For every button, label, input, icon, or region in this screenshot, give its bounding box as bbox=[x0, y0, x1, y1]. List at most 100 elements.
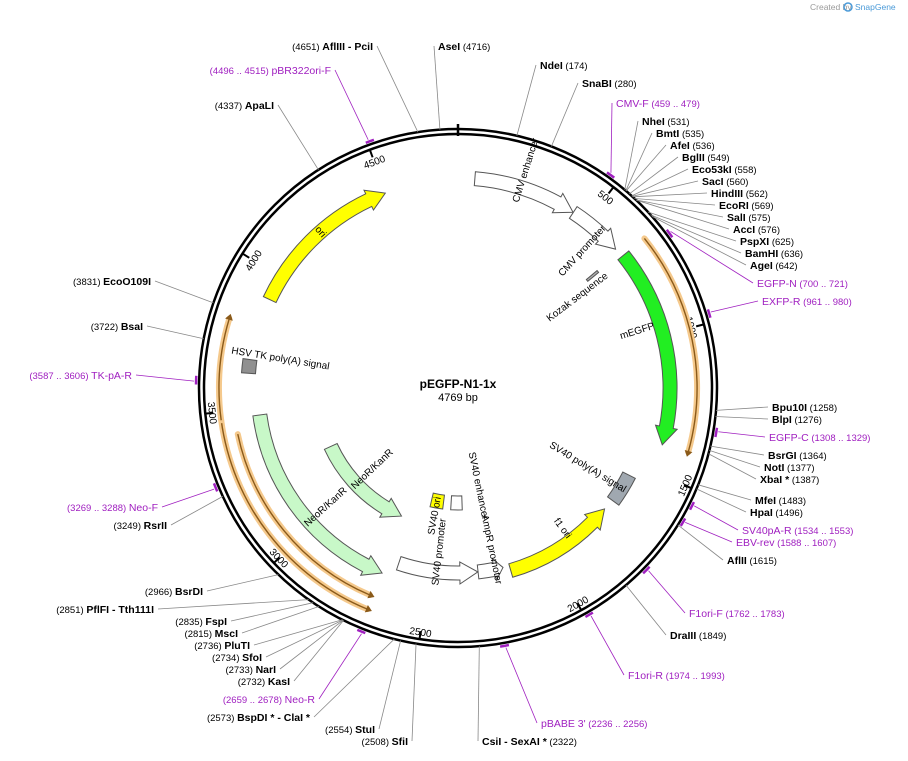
primer-label[interactable]: SV40pA-R (1534 .. 1553) bbox=[742, 525, 853, 537]
enzyme-bsai[interactable]: (3722) BsaI bbox=[91, 321, 204, 340]
enzyme-agei[interactable]: AgeI (642) bbox=[651, 215, 798, 272]
feature-neor-kanr-shape[interactable] bbox=[323, 442, 403, 518]
enzyme-label[interactable]: (3722) BsaI bbox=[91, 321, 143, 333]
enzyme-label[interactable]: Eco53kI (558) bbox=[692, 164, 757, 176]
enzyme-label[interactable]: (2815) MscI bbox=[185, 628, 239, 640]
enzyme-pluti[interactable]: (2736) PluTI bbox=[194, 619, 343, 652]
enzyme-rsrii[interactable]: (3249) RsrII bbox=[114, 496, 223, 532]
enzyme-saci[interactable]: SacI (560) bbox=[632, 176, 748, 197]
enzyme-label[interactable]: NotI (1377) bbox=[764, 462, 815, 474]
primer-cmv-f[interactable]: CMV-F (459 .. 479) bbox=[606, 98, 700, 179]
enzyme-noti[interactable]: NotI (1377) bbox=[709, 450, 815, 474]
enzyme-afei[interactable]: AfeI (536) bbox=[625, 140, 715, 192]
feature-hsv-tk-poly-a-signal[interactable]: HSV TK poly(A) signal bbox=[230, 346, 330, 375]
enzyme-label[interactable]: (3831) EcoO109I bbox=[73, 276, 151, 288]
feature-f1-ori[interactable]: f1 ori bbox=[508, 508, 606, 578]
enzyme-label[interactable]: AfeI (536) bbox=[670, 140, 715, 152]
feature-sv40-poly-a-signal[interactable]: SV40 poly(A) signal bbox=[547, 440, 636, 506]
enzyme-bsrgi[interactable]: BsrGI (1364) bbox=[710, 445, 827, 462]
primer-label[interactable]: F1ori-F (1762 .. 1783) bbox=[689, 608, 785, 620]
primer-egfp-c[interactable]: EGFP-C (1308 .. 1329) bbox=[714, 427, 870, 444]
enzyme-label[interactable]: BglII (549) bbox=[682, 152, 730, 164]
primer-label[interactable]: (3269 .. 3288) Neo-F bbox=[67, 502, 158, 514]
enzyme-label[interactable]: (2835) FspI bbox=[175, 616, 227, 628]
feature-cmv-promoter-shape[interactable] bbox=[568, 205, 617, 250]
feature-kozak-sequence-shape[interactable] bbox=[585, 269, 600, 283]
enzyme-nhei[interactable]: NheI (531) bbox=[624, 116, 690, 190]
feature-cmv-enhancer[interactable]: CMV enhancer bbox=[473, 136, 574, 214]
enzyme-label[interactable]: (2734) SfoI bbox=[212, 652, 262, 664]
enzyme-label[interactable]: SacI (560) bbox=[702, 176, 748, 188]
enzyme-label[interactable]: (3249) RsrII bbox=[114, 520, 168, 532]
enzyme-pspxi[interactable]: PspXI (625) bbox=[647, 211, 794, 248]
enzyme-label[interactable]: CsiI - SexAI * (2322) bbox=[482, 736, 577, 748]
enzyme-stui[interactable]: (2554) StuI bbox=[325, 640, 402, 736]
feature-hsv-tk-poly-a-signal-shape[interactable] bbox=[241, 358, 258, 375]
enzyme-label[interactable]: XbaI * (1387) bbox=[760, 474, 819, 486]
enzyme-label[interactable]: PspXI (625) bbox=[740, 236, 794, 248]
primer-label[interactable]: F1ori-R (1974 .. 1993) bbox=[628, 670, 725, 682]
primer-pbabe-3[interactable]: pBABE 3' (2236 .. 2256) bbox=[499, 643, 647, 730]
enzyme-snabi[interactable]: SnaBI (280) bbox=[551, 78, 637, 147]
primer-label[interactable]: EXFP-R (961 .. 980) bbox=[762, 296, 852, 308]
feature-sv40-promoter-shape[interactable] bbox=[395, 555, 479, 585]
enzyme-label[interactable]: AgeI (642) bbox=[750, 260, 798, 272]
enzyme-label[interactable]: BlpI (1276) bbox=[772, 414, 822, 426]
primer-ebv-rev[interactable]: EBV-rev (1588 .. 1607) bbox=[679, 517, 837, 550]
enzyme-label[interactable]: DraIII (1849) bbox=[670, 630, 726, 642]
primer-label[interactable]: EGFP-N (700 .. 721) bbox=[757, 278, 848, 290]
feature-f1-ori-shape[interactable] bbox=[508, 508, 606, 578]
feature-megfp-shape[interactable] bbox=[617, 250, 679, 446]
enzyme-label[interactable]: (4337) ApaLI bbox=[215, 100, 274, 112]
enzyme-blpi[interactable]: BlpI (1276) bbox=[715, 414, 822, 426]
feature-neor-kanr[interactable]: NeoR/KanR bbox=[323, 442, 403, 518]
enzyme-draiii[interactable]: DraIII (1849) bbox=[625, 584, 726, 642]
primer-pbr322ori-f[interactable]: (4496 .. 4515) pBR322ori-F bbox=[210, 65, 375, 144]
enzyme-hindiii[interactable]: HindIII (562) bbox=[632, 188, 768, 200]
enzyme-sfii[interactable]: (2508) SfiI bbox=[362, 643, 417, 748]
enzyme-label[interactable]: NdeI (174) bbox=[540, 60, 588, 72]
primer-label[interactable]: (3587 .. 3606) TK-pA-R bbox=[29, 370, 132, 382]
enzyme-fspi[interactable]: (2835) FspI bbox=[175, 602, 314, 628]
feature-ori[interactable]: ori bbox=[262, 189, 387, 304]
enzyme-label[interactable]: (2736) PluTI bbox=[194, 640, 250, 652]
enzyme-apali[interactable]: (4337) ApaLI bbox=[215, 100, 319, 171]
primer-label[interactable]: EBV-rev (1588 .. 1607) bbox=[736, 537, 836, 549]
primer-neo-f[interactable]: (3269 .. 3288) Neo-F bbox=[67, 482, 219, 514]
enzyme-sfoi[interactable]: (2734) SfoI bbox=[212, 619, 344, 664]
enzyme-label[interactable]: (2508) SfiI bbox=[362, 736, 409, 748]
enzyme-aflii[interactable]: AflII (1615) bbox=[677, 524, 777, 567]
enzyme-asei[interactable]: AseI (4716) bbox=[433, 41, 490, 130]
enzyme-label[interactable]: (2732) KasI bbox=[238, 676, 290, 688]
enzyme-bamhi[interactable]: BamHI (636) bbox=[650, 214, 804, 260]
enzyme-csii[interactable]: CsiI - SexAI * (2322) bbox=[477, 646, 577, 748]
primer-f1ori-f[interactable]: F1ori-F (1762 .. 1783) bbox=[642, 565, 785, 620]
primer-egfp-n[interactable]: EGFP-N (700 .. 721) bbox=[665, 228, 848, 290]
enzyme-label[interactable]: AflII (1615) bbox=[727, 555, 777, 567]
enzyme-label[interactable]: BmtI (535) bbox=[656, 128, 704, 140]
enzyme-msci[interactable]: (2815) MscI bbox=[185, 606, 319, 640]
primer-exfp-r[interactable]: EXFP-R (961 .. 980) bbox=[706, 296, 852, 319]
feature-sv40-poly-a-signal-shape[interactable] bbox=[606, 471, 636, 506]
enzyme-label[interactable]: Bpu10I (1258) bbox=[772, 402, 837, 414]
enzyme-label[interactable]: HindIII (562) bbox=[711, 188, 768, 200]
enzyme-label[interactable]: MfeI (1483) bbox=[755, 495, 806, 507]
primer-label[interactable]: CMV-F (459 .. 479) bbox=[616, 98, 700, 110]
enzyme-label[interactable]: HpaI (1496) bbox=[750, 507, 803, 519]
enzyme-bpu10i[interactable]: Bpu10I (1258) bbox=[716, 402, 837, 414]
enzyme-label[interactable]: BamHI (636) bbox=[745, 248, 803, 260]
feature-kozak-sequence[interactable]: Kozak sequence bbox=[545, 269, 611, 324]
enzyme-hpai[interactable]: HpaI (1496) bbox=[696, 488, 803, 519]
primer-label[interactable]: (4496 .. 4515) pBR322ori-F bbox=[210, 65, 331, 77]
enzyme-label[interactable]: (4651) AflIII - PciI bbox=[292, 41, 373, 53]
enzyme-label[interactable]: (2966) BsrDI bbox=[145, 586, 203, 598]
feature-sv40-enhancer[interactable]: SV40 enhancer bbox=[450, 451, 491, 521]
enzyme-bmti[interactable]: BmtI (535) bbox=[625, 128, 704, 191]
enzyme-nari[interactable]: (2733) NarI bbox=[225, 619, 344, 676]
feature-ori-shape[interactable] bbox=[262, 189, 387, 304]
enzyme-ecori[interactable]: EcoRI (569) bbox=[634, 198, 774, 212]
enzyme-label[interactable]: (2573) BspDI * - ClaI * bbox=[207, 712, 311, 724]
enzyme-pflfi[interactable]: (2851) PflFI - Tth111I bbox=[56, 599, 309, 616]
enzyme-label[interactable]: (2851) PflFI - Tth111I bbox=[56, 604, 154, 616]
primer-sv40pa-r[interactable]: SV40pA-R (1534 .. 1553) bbox=[688, 501, 853, 537]
